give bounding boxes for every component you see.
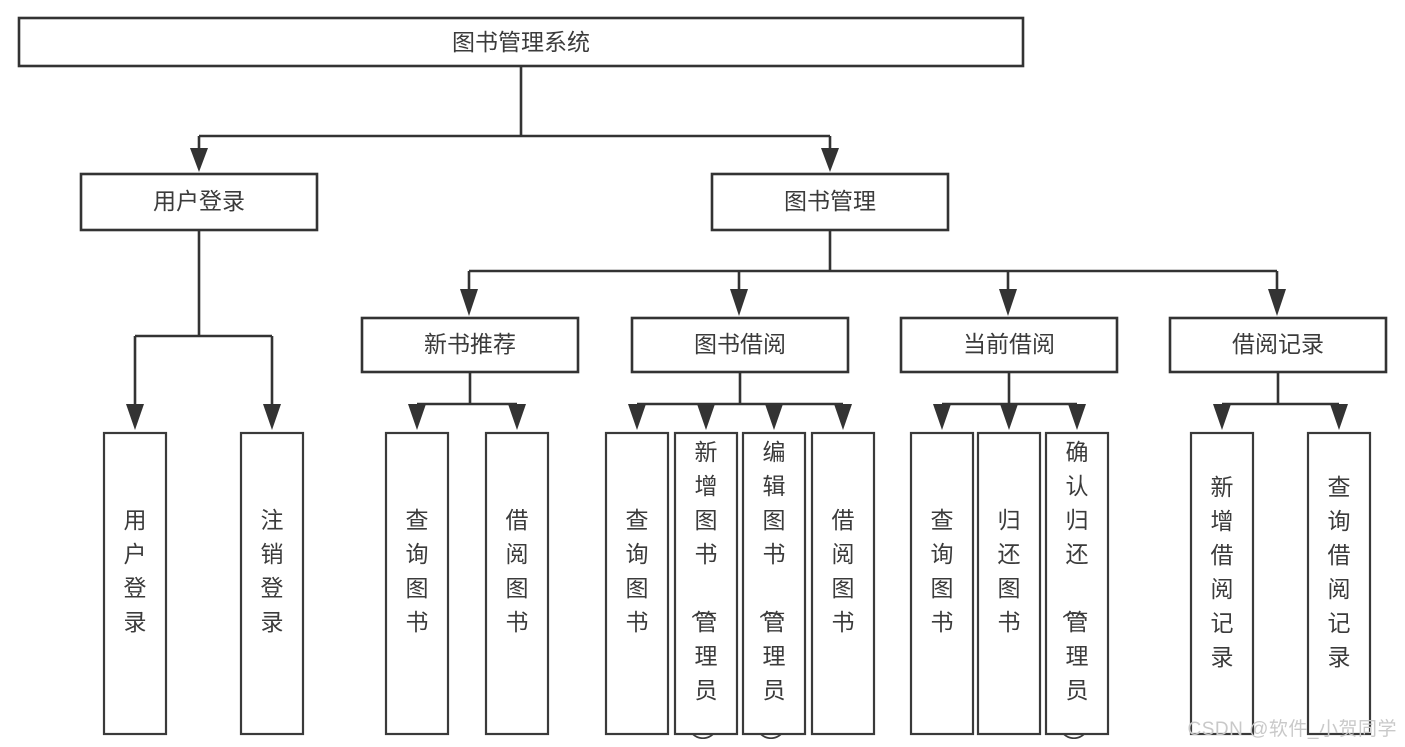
leaf-node-bb-edit-book[interactable]: 编辑图书（管理员）: [741, 431, 807, 747]
book-management-label: 图书管理: [784, 188, 876, 214]
leaf-bb-add-label: 新增图书（管理员）: [690, 439, 718, 747]
leaf-node-cb-return-book[interactable]: 归还图书: [976, 431, 1042, 736]
node-current-borrow[interactable]: 当前借阅: [899, 316, 1119, 374]
leaf-cb-confirm-box: [1044, 431, 1110, 736]
leaf-bb-borrow-label: 借阅图书: [832, 507, 855, 635]
arrow-br-add: [1213, 404, 1231, 430]
arrow-new-book: [460, 289, 478, 316]
borrow-record-label: 借阅记录: [1232, 331, 1324, 357]
arrow-borrow-record: [1268, 289, 1286, 316]
node-book-management[interactable]: 图书管理: [710, 172, 950, 232]
leaf-nb-borrow-label: 借阅图书: [506, 507, 529, 635]
book-borrow-label: 图书借阅: [694, 331, 786, 357]
leaf-node-nb-borrow-book[interactable]: 借阅图书: [484, 431, 550, 736]
leaf-bb-borrow-box: [810, 431, 876, 736]
current-borrow-label: 当前借阅: [963, 331, 1055, 357]
leaf-nb-borrow-box: [484, 431, 550, 736]
new-book-recommend-box: [360, 316, 580, 374]
leaf-logout-box: [239, 431, 305, 736]
arrow-bb-borrow: [834, 404, 852, 430]
leaf-node-cb-query-book[interactable]: 查询图书: [909, 431, 975, 736]
leaf-logout-label: 注销登录: [261, 507, 284, 635]
leaf-node-cb-confirm-return[interactable]: 确认归还（管理员）: [1044, 431, 1110, 747]
arrow-book-mgmt: [821, 148, 839, 172]
user-login-label: 用户登录: [153, 188, 245, 214]
leaf-nb-query-box: [384, 431, 450, 736]
leaf-cb-query-box: [909, 431, 975, 736]
node-root[interactable]: 图书管理系统: [17, 16, 1025, 68]
leaf-node-nb-query-book[interactable]: 查询图书: [384, 431, 450, 736]
arrow-leaf-logout: [263, 404, 281, 430]
borrow-record-box: [1168, 316, 1388, 374]
node-borrow-record[interactable]: 借阅记录: [1168, 316, 1388, 374]
arrow-nb-borrow: [508, 404, 526, 430]
leaf-nb-query-label: 查询图书: [406, 507, 429, 635]
leaf-user-login-box: [102, 431, 168, 736]
arrow-bb-add: [697, 404, 715, 430]
arrow-user-login: [190, 148, 208, 172]
book-borrow-box: [630, 316, 850, 374]
leaf-br-query-box: [1306, 431, 1372, 736]
arrow-cb-query: [933, 404, 951, 430]
leaf-bb-edit-label: 编辑图书（管理员）: [758, 439, 786, 747]
leaf-bb-query-label: 查询图书: [626, 507, 649, 635]
arrow-bb-query: [628, 404, 646, 430]
leaf-node-br-query-record[interactable]: 查询借阅记录: [1306, 431, 1372, 736]
leaf-bb-query-box: [604, 431, 670, 736]
arrow-book-borrow: [730, 289, 748, 316]
arrow-leaf-user-login: [126, 404, 144, 430]
leaf-node-bb-add-book[interactable]: 新增图书（管理员）: [673, 431, 739, 747]
leaf-bb-add-box: [673, 431, 739, 736]
leaf-cb-query-label: 查询图书: [931, 507, 954, 635]
leaf-node-bb-borrow-book[interactable]: 借阅图书: [810, 431, 876, 736]
book-management-box: [710, 172, 950, 232]
leaf-br-query-label: 查询借阅记录: [1328, 474, 1351, 670]
leaf-cb-return-label: 归还图书: [998, 507, 1021, 635]
leaf-user-login-label: 用户登录: [124, 507, 147, 635]
current-borrow-box: [899, 316, 1119, 374]
arrow-cb-return: [1000, 404, 1018, 430]
node-user-login[interactable]: 用户登录: [79, 172, 319, 232]
new-book-recommend-label: 新书推荐: [424, 331, 516, 357]
arrow-bb-edit: [765, 404, 783, 430]
leaf-node-br-add-record[interactable]: 新增借阅记录: [1189, 431, 1255, 736]
arrow-cb-confirm: [1068, 404, 1086, 430]
arrow-current-borrow: [999, 289, 1017, 316]
leaf-br-add-label: 新增借阅记录: [1211, 474, 1234, 670]
leaf-cb-confirm-label: 确认归还（管理员）: [1061, 439, 1089, 747]
node-new-book-recommend[interactable]: 新书推荐: [360, 316, 580, 374]
root-label: 图书管理系统: [452, 29, 590, 55]
node-book-borrow[interactable]: 图书借阅: [630, 316, 850, 374]
leaf-cb-return-box: [976, 431, 1042, 736]
leaf-node-logout[interactable]: 注销登录: [239, 431, 305, 736]
leaf-node-user-login[interactable]: 用户登录: [102, 431, 168, 736]
arrow-br-query: [1330, 404, 1348, 430]
arrow-nb-query: [408, 404, 426, 430]
leaf-bb-edit-box: [741, 431, 807, 736]
leaf-br-add-box: [1189, 431, 1255, 736]
root-box: [17, 16, 1025, 68]
leaf-node-bb-query-book[interactable]: 查询图书: [604, 431, 670, 736]
